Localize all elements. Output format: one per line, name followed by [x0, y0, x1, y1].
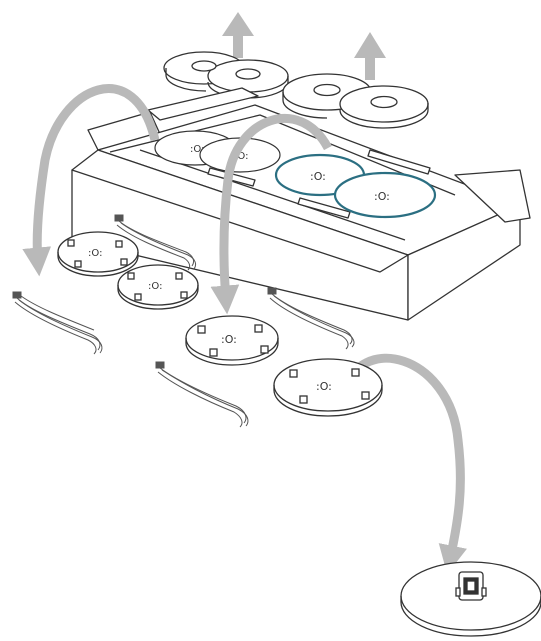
curved-arrow-icon — [22, 84, 160, 277]
svg-text::O:: :O: — [221, 333, 237, 346]
curved-arrow-icon — [210, 114, 332, 315]
cable-icon — [114, 214, 197, 271]
stand-base-icon — [400, 561, 541, 637]
curved-arrow-icon — [337, 353, 467, 575]
svg-text::O:: :O: — [234, 151, 248, 162]
loose-disc-1: :O: — [57, 231, 139, 277]
loose-disc-3: :O: — [185, 315, 279, 366]
svg-text::O:: :O: — [316, 380, 332, 393]
foam-disc-pair-left — [163, 51, 289, 99]
loose-disc-2: :O: — [117, 264, 199, 310]
up-arrow-icon — [222, 12, 254, 58]
svg-text::O:: :O: — [374, 190, 390, 203]
loose-disc-4: :O: — [273, 358, 383, 417]
cable-icon — [12, 291, 103, 355]
up-arrow-icon — [354, 32, 386, 80]
svg-text::O:: :O: — [310, 170, 326, 183]
cable-icon — [267, 287, 355, 350]
svg-text::O:: :O: — [88, 248, 102, 259]
svg-text::O:: :O: — [190, 144, 204, 155]
highlighted-disc-2: :O: — [333, 171, 437, 219]
foam-disc-pair-right — [282, 73, 429, 129]
cable-icon — [155, 361, 249, 428]
svg-text::O:: :O: — [148, 281, 162, 292]
